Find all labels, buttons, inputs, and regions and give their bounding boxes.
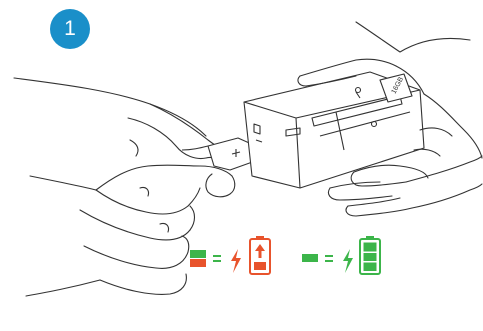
equals-sign-1 [213,255,221,262]
lightning-bolt-green-icon [343,249,353,273]
indicator-green-half [190,250,206,258]
indicator-red-half [190,259,206,267]
charging-legend [190,236,380,274]
full-battery-icon [360,236,380,274]
charging-status-indicator [190,250,206,267]
lightning-bolt-red-icon [231,249,241,273]
charged-status-indicator [302,254,318,262]
charging-battery-icon [250,236,270,274]
equals-sign-2 [325,255,333,262]
